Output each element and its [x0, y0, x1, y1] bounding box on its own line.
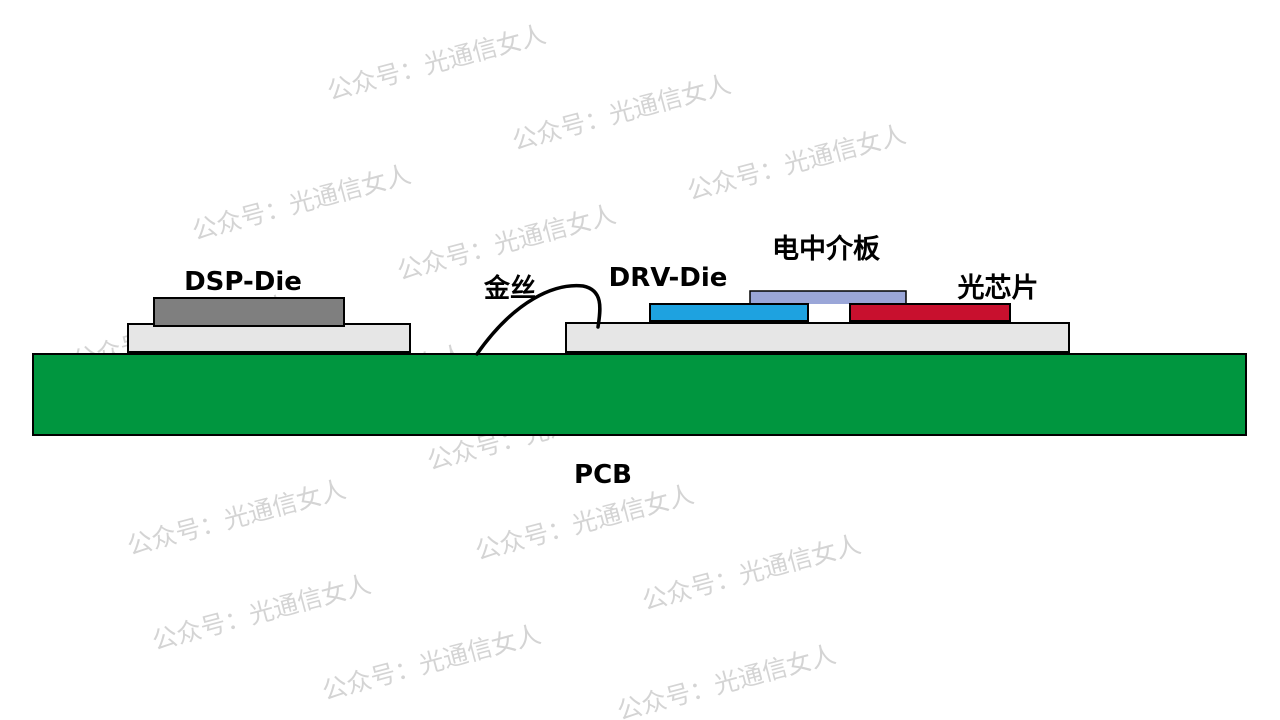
drv-die: [649, 303, 809, 322]
watermark-text: 公众号：光通信女人: [509, 70, 734, 156]
watermark-text: 公众号：光通信女人: [319, 620, 544, 706]
label-optical-chip: 光芯片: [957, 273, 1039, 304]
die-gap: [808, 304, 850, 321]
pcb-board: [32, 353, 1247, 436]
watermark-text: 公众号：光通信女人: [639, 530, 864, 616]
watermark-text: 公众号：光通信女人: [472, 480, 697, 566]
watermark-text: 公众号：光通信女人: [149, 570, 374, 656]
label-gold-wire: 金丝: [483, 273, 536, 304]
watermark-text: 公众号：光通信女人: [394, 200, 619, 286]
watermark-text: 公众号：光通信女人: [124, 475, 349, 561]
watermark-text: 公众号：光通信女人: [614, 640, 839, 720]
optical-chip: [849, 303, 1011, 322]
watermark-text: 公众号：光通信女人: [684, 120, 909, 206]
dsp-die: [153, 297, 345, 327]
label-drv-die: DRV-Die: [609, 263, 728, 293]
dsp-substrate: [127, 323, 411, 353]
label-interposer: 电中介板: [772, 234, 880, 265]
watermark-text: 公众号：光通信女人: [324, 20, 549, 106]
gold-wire-bond: [475, 283, 602, 356]
drv-substrate: [565, 322, 1070, 353]
label-pcb: PCB: [574, 460, 632, 490]
label-dsp-die: DSP-Die: [184, 267, 302, 297]
interposer: [749, 290, 907, 306]
watermark-text: 公众号：光通信女人: [189, 160, 414, 246]
